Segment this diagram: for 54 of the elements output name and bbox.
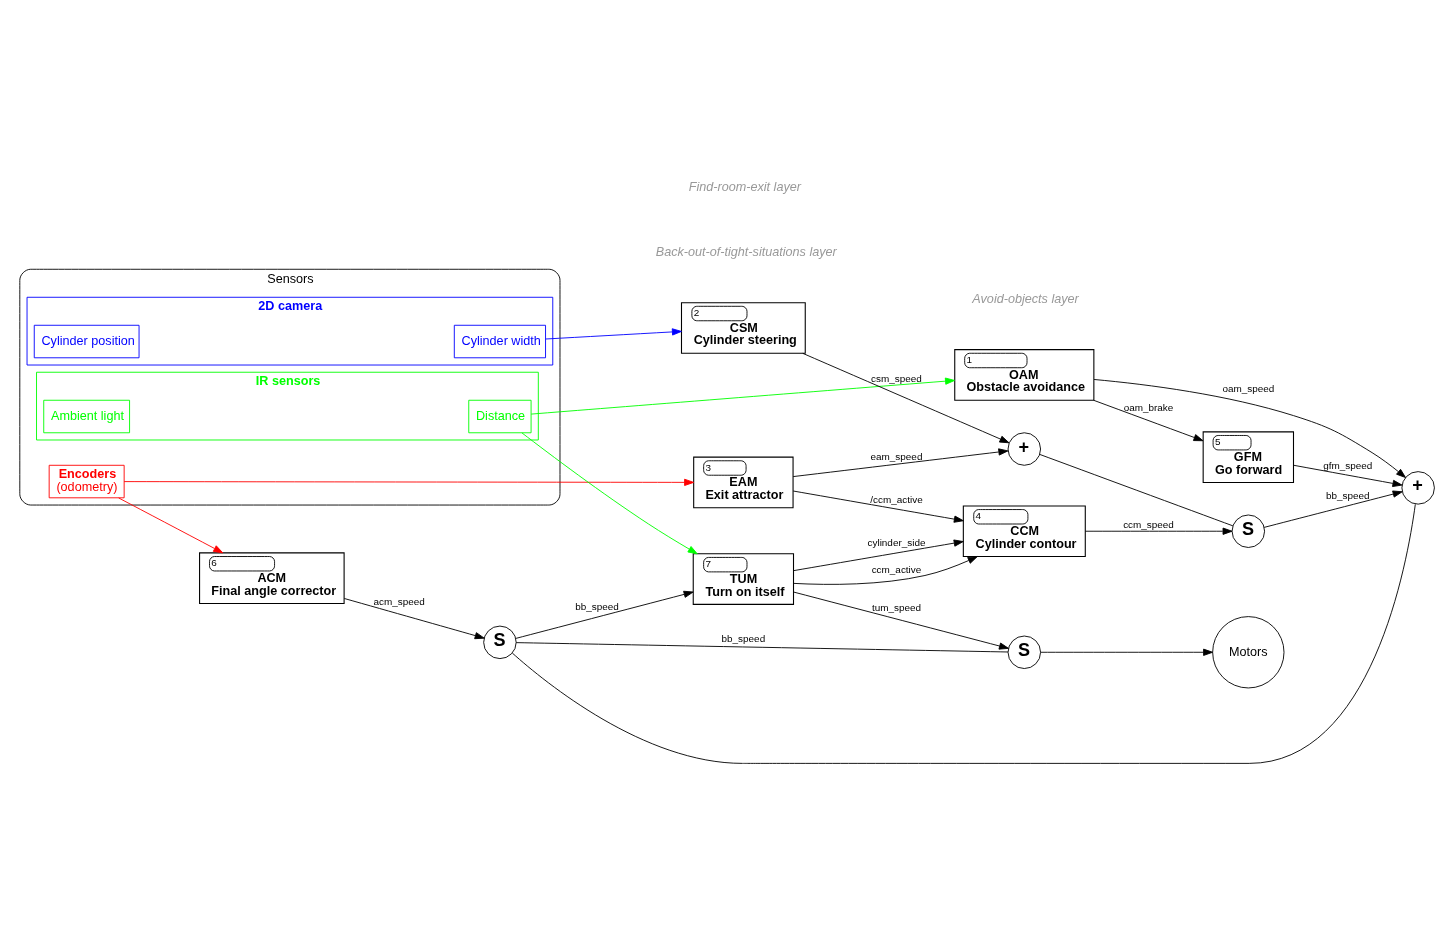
arrow bbox=[123, 478, 695, 486]
node-circle: S bbox=[1007, 635, 1041, 669]
node-box: 6 ACM Final angle corrector bbox=[199, 552, 345, 605]
node-box: Encoders (odometry) bbox=[48, 464, 125, 499]
arrow bbox=[545, 328, 682, 340]
arrow bbox=[1263, 490, 1403, 528]
node-circle: + bbox=[1401, 471, 1435, 505]
arrow bbox=[793, 556, 978, 585]
arrow bbox=[1084, 527, 1233, 535]
node-box: Ambient light bbox=[43, 399, 130, 434]
arrow bbox=[343, 598, 485, 640]
node-box: Cylinder width bbox=[453, 324, 546, 359]
node-box: Cylinder position bbox=[33, 324, 140, 359]
edge-label: gfm_speed bbox=[1323, 459, 1373, 471]
label: Avoid-objects layer bbox=[972, 292, 1079, 307]
edge-label: ccm_active bbox=[871, 563, 922, 575]
node-box: 5 GFM Go forward bbox=[1202, 431, 1295, 483]
arrow bbox=[530, 377, 955, 415]
arrow bbox=[1293, 464, 1403, 487]
edge-label: tum_speed bbox=[871, 601, 922, 613]
connector bbox=[1039, 453, 1234, 527]
connector bbox=[511, 503, 1416, 764]
node-box: 3 EAM Exit attractor bbox=[693, 456, 794, 509]
node-circle: + bbox=[1007, 432, 1041, 466]
label: Find-room-exit layer bbox=[688, 180, 801, 195]
label: Back-out-of-tight-situations layer bbox=[655, 245, 837, 260]
edge-label: csm_speed bbox=[871, 373, 922, 384]
edge-label: bb_speed bbox=[575, 600, 619, 612]
edge-label: bb_speed bbox=[721, 633, 766, 645]
node-box: 4 CCM Cylinder contour bbox=[962, 505, 1086, 558]
arrow bbox=[792, 448, 1009, 478]
arrow bbox=[1093, 379, 1406, 478]
edge-label: acm_speed bbox=[373, 596, 425, 608]
arrow bbox=[521, 432, 698, 555]
arrow bbox=[1093, 399, 1204, 442]
arrow bbox=[793, 539, 964, 572]
arrow bbox=[793, 591, 1009, 650]
arrow bbox=[792, 490, 964, 523]
node-circle: S bbox=[483, 625, 517, 660]
arrow bbox=[515, 590, 694, 639]
node-box: Distance bbox=[468, 399, 532, 434]
edge-label: ccm_speed bbox=[1123, 519, 1174, 531]
arrow bbox=[802, 352, 1010, 444]
arrow bbox=[1040, 648, 1214, 656]
edge-label: /ccm_active bbox=[870, 494, 923, 506]
connector bbox=[515, 642, 1009, 653]
node-circle: Motors bbox=[1212, 616, 1285, 689]
arrow bbox=[118, 497, 224, 554]
edge-label: oam_speed bbox=[1222, 382, 1275, 394]
edge-label: eam_speed bbox=[870, 450, 923, 462]
edge-label: oam_brake bbox=[1123, 401, 1174, 413]
node-circle: S bbox=[1231, 514, 1266, 548]
edge-label: bb_speed bbox=[1325, 489, 1370, 501]
edge-label: cylinder_side bbox=[867, 537, 926, 549]
